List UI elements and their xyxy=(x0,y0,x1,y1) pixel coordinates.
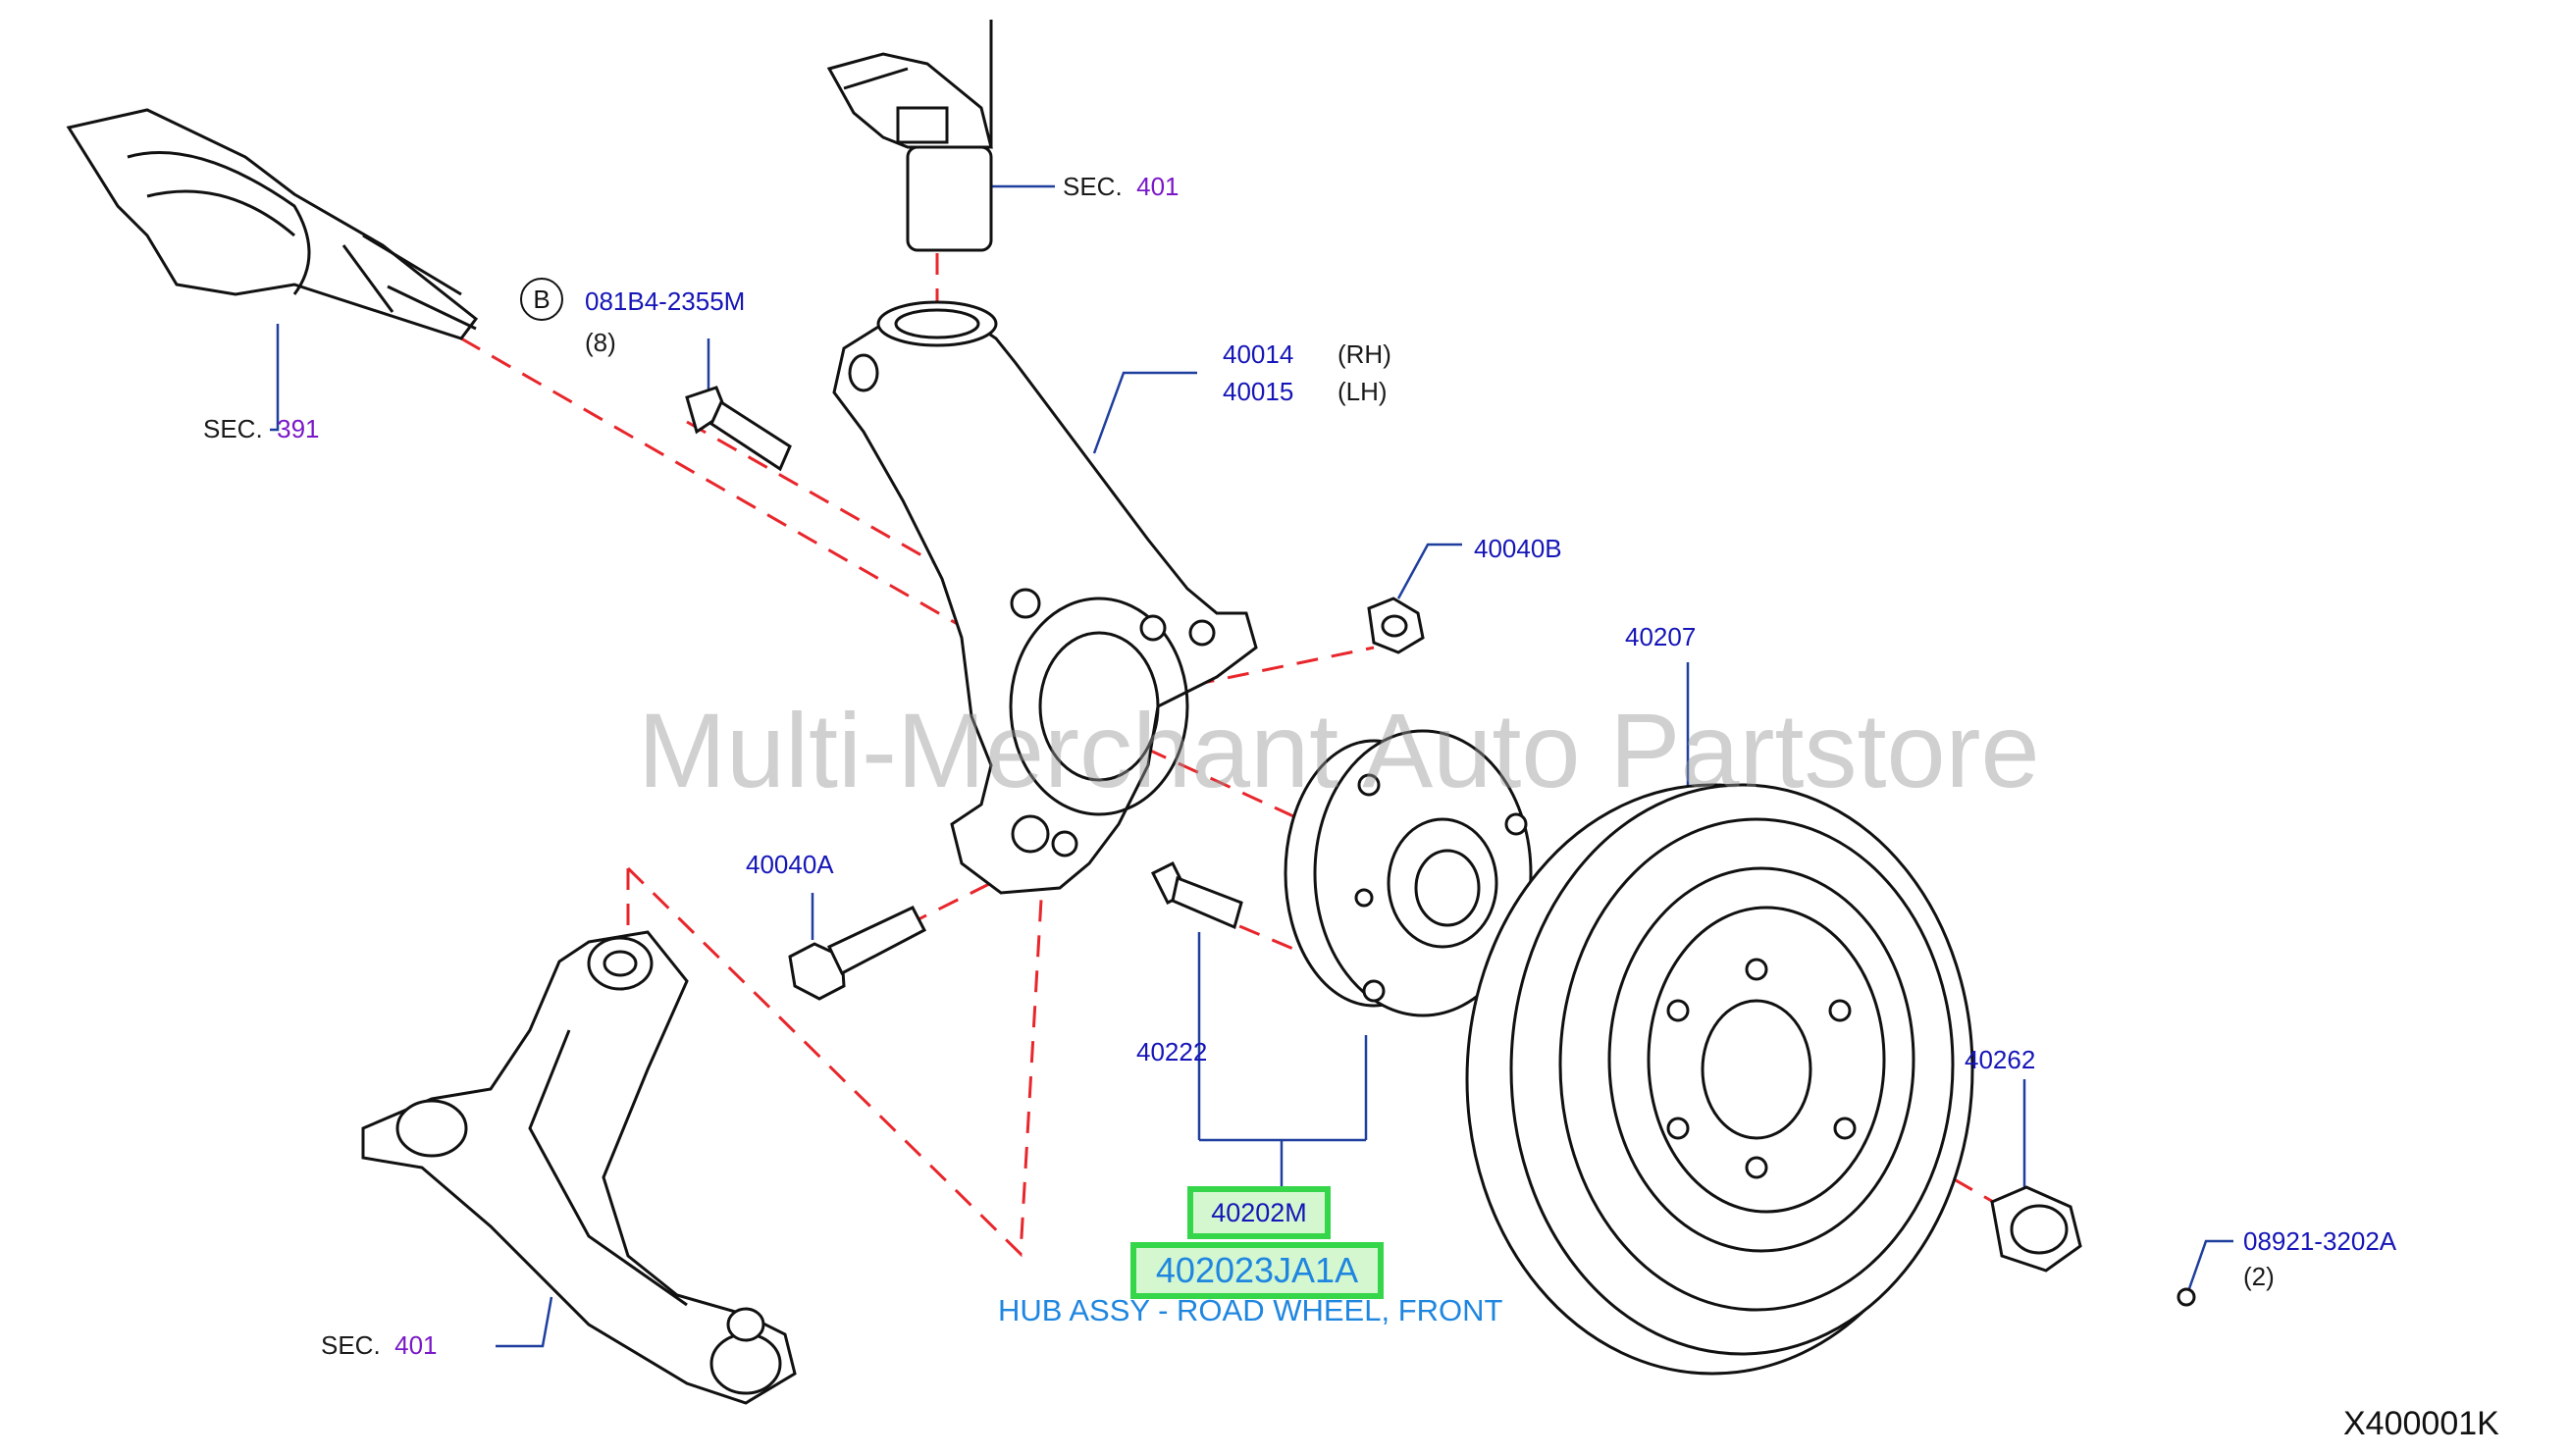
strut-assembly xyxy=(826,20,993,252)
part-40040a[interactable]: 40040A xyxy=(746,850,834,879)
sec-number[interactable]: 391 xyxy=(277,414,320,443)
hub-nut-40262 xyxy=(1990,1185,2082,1273)
bolt-b-qty: (8) xyxy=(585,328,616,357)
bolt-b-marker: B xyxy=(520,278,563,321)
bolt-40040a xyxy=(788,906,927,1001)
nut-40040b xyxy=(1367,597,1425,654)
knuckle-rh-side: (RH) xyxy=(1337,339,1391,369)
bolt-081b4 xyxy=(685,386,792,472)
part-40262[interactable]: 40262 xyxy=(1965,1045,2036,1074)
steering-knuckle xyxy=(832,300,1258,895)
sec-prefix: SEC. xyxy=(321,1330,381,1360)
diagram-code: X400001K xyxy=(2343,1405,2499,1442)
sec-prefix: SEC. xyxy=(1063,172,1123,201)
hub-description: HUB ASSY - ROAD WHEEL, FRONT xyxy=(998,1293,1503,1327)
part-40202m-highlight[interactable]: 40202M xyxy=(1187,1186,1331,1239)
transverse-link xyxy=(361,930,797,1405)
part-402023ja1a-highlight[interactable]: 402023JA1A xyxy=(1130,1242,1384,1299)
cotter-pin xyxy=(2177,1287,2196,1307)
part-08921-3202a[interactable]: 08921-3202A xyxy=(2243,1226,2397,1256)
drive-shaft xyxy=(66,108,479,340)
part-40014[interactable]: 40014 xyxy=(1223,339,1294,369)
sec-391-label[interactable]: SEC. 391 xyxy=(203,414,320,443)
sec-number[interactable]: 401 xyxy=(1136,172,1180,201)
part-40040b[interactable]: 40040B xyxy=(1474,534,1562,563)
leader-lines xyxy=(270,184,2233,1348)
part-40015[interactable]: 40015 xyxy=(1223,377,1294,406)
pin-qty: (2) xyxy=(2243,1262,2275,1291)
sec-401-strut-label[interactable]: SEC. 401 xyxy=(1063,172,1180,201)
wheel-stud-40222 xyxy=(1150,860,1243,930)
sec-prefix: SEC. xyxy=(203,414,263,443)
part-40207[interactable]: 40207 xyxy=(1625,622,1697,651)
watermark: Multi-Merchant Auto Partstore xyxy=(638,691,2040,809)
brake-rotor xyxy=(1465,783,1974,1376)
sec-number[interactable]: 401 xyxy=(394,1330,438,1360)
knuckle-lh-side: (LH) xyxy=(1337,377,1388,406)
sec-401-arm-label[interactable]: SEC. 401 xyxy=(321,1330,438,1360)
part-40222[interactable]: 40222 xyxy=(1136,1037,1208,1066)
part-081b4-2355m[interactable]: 081B4-2355M xyxy=(585,286,746,316)
hub-assembly xyxy=(1284,729,1533,1017)
